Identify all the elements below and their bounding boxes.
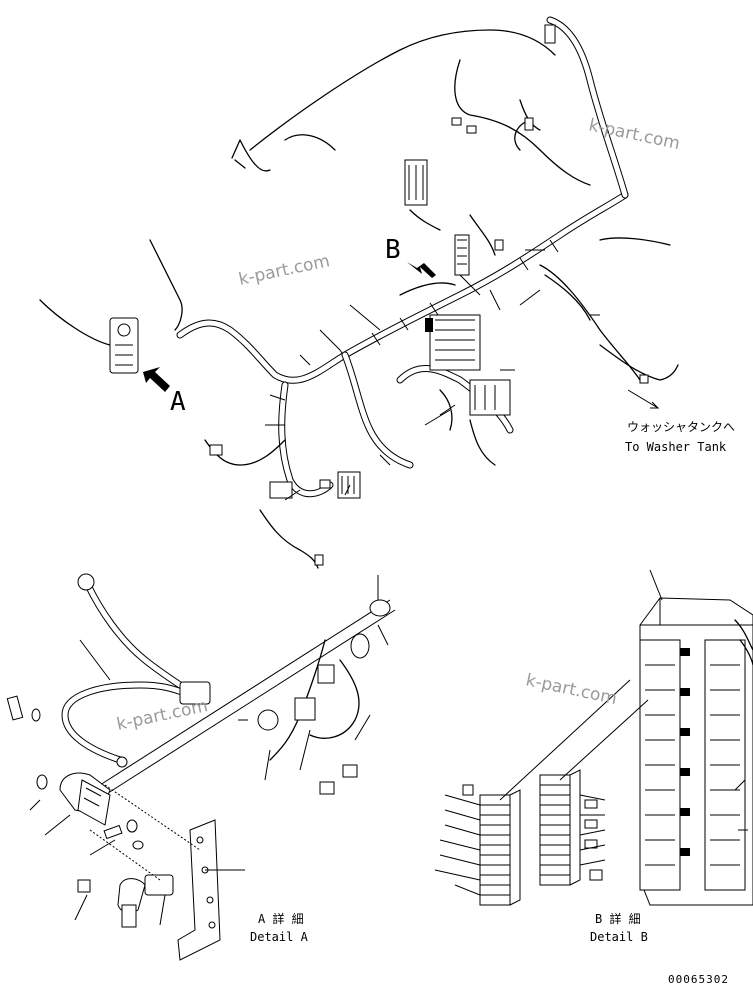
detail-a-english: Detail A [250, 930, 309, 944]
watermark: k-part.com [524, 670, 619, 709]
watermark: k-part.com [115, 696, 210, 735]
washer-tank-arrow-icon [627, 389, 660, 409]
view-letter-b: B [385, 235, 401, 265]
detail-a-drawing [6, 573, 396, 961]
drawing-number: 00065302 [668, 973, 729, 986]
watermark: k-part.com [237, 251, 332, 290]
washer-tank-english: To Washer Tank [625, 440, 727, 454]
view-letter-a: A [170, 387, 186, 417]
washer-tank-japanese: ウォッシャタンクへ [627, 420, 735, 434]
main-harness-assembly [39, 16, 679, 569]
detail-b-english: Detail B [590, 930, 648, 944]
detail-b-japanese: B 詳 細 [595, 911, 641, 926]
detail-a-japanese: A 詳 細 [258, 911, 304, 926]
washer-tank-callout: ウォッシャタンクへ To Washer Tank [625, 389, 735, 454]
arrow-a-icon [143, 367, 170, 392]
arrow-b-icon [407, 262, 436, 278]
watermark: k-part.com [587, 115, 682, 154]
view-marker-a: A [143, 367, 186, 417]
detail-b-drawing [434, 569, 753, 906]
view-marker-b: B [385, 235, 436, 278]
